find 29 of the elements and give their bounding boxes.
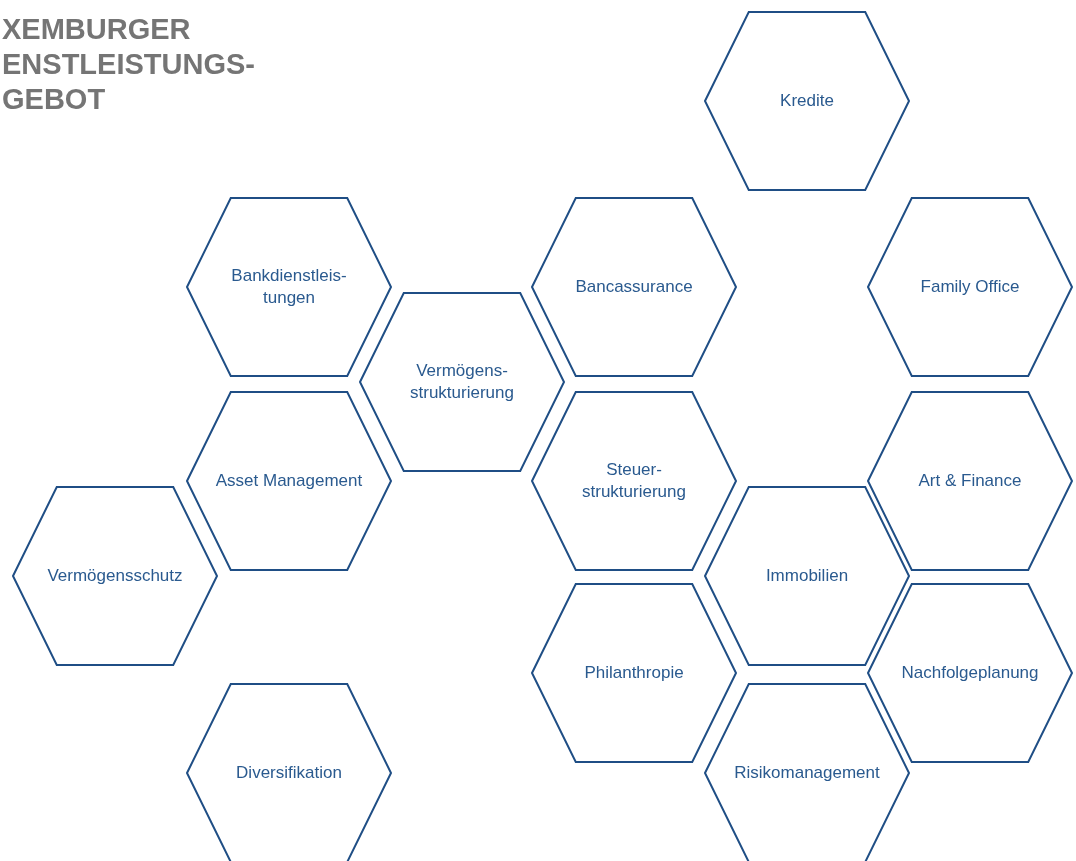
- hexagon-label: Bancassurance: [575, 276, 693, 298]
- hexagon: [185, 682, 393, 861]
- hexagon: [530, 390, 738, 572]
- hexagon: [703, 10, 911, 192]
- hexagon: [866, 582, 1074, 764]
- hexagon-label: Bankdienstleis- tungen: [230, 265, 348, 309]
- hexagon-label: Risikomanagement: [734, 762, 880, 784]
- hexagon: [866, 196, 1074, 378]
- hexagon: [866, 390, 1074, 572]
- hexagon-label: Vermögensschutz: [47, 565, 183, 587]
- hexagon: [530, 196, 738, 378]
- hexagon-label: Art & Finance: [918, 470, 1022, 492]
- hexagon-label: Immobilien: [765, 565, 849, 587]
- hexagon: [703, 682, 911, 861]
- hexagon: [703, 485, 911, 667]
- hexagon-label: Steuer- strukturierung: [581, 459, 687, 503]
- hexagon-label: Vermögens- strukturierung: [409, 360, 515, 404]
- hexagon: [530, 582, 738, 764]
- hexagon: [185, 196, 393, 378]
- hexagon-label: Philanthropie: [584, 662, 684, 684]
- hexagon: [11, 485, 219, 667]
- hexagon-label: Asset Management: [215, 470, 363, 492]
- hexagon-label: Kredite: [780, 90, 834, 112]
- hexagon: [358, 291, 566, 473]
- hexagon-label: Diversifikation: [236, 762, 342, 784]
- title: XEMBURGER ENSTLEISTUNGS- GEBOT: [2, 12, 256, 117]
- hexagon-label: Family Office: [920, 276, 1020, 298]
- hexagon: [185, 390, 393, 572]
- hexagon-label: Nachfolgeplanung: [901, 662, 1039, 684]
